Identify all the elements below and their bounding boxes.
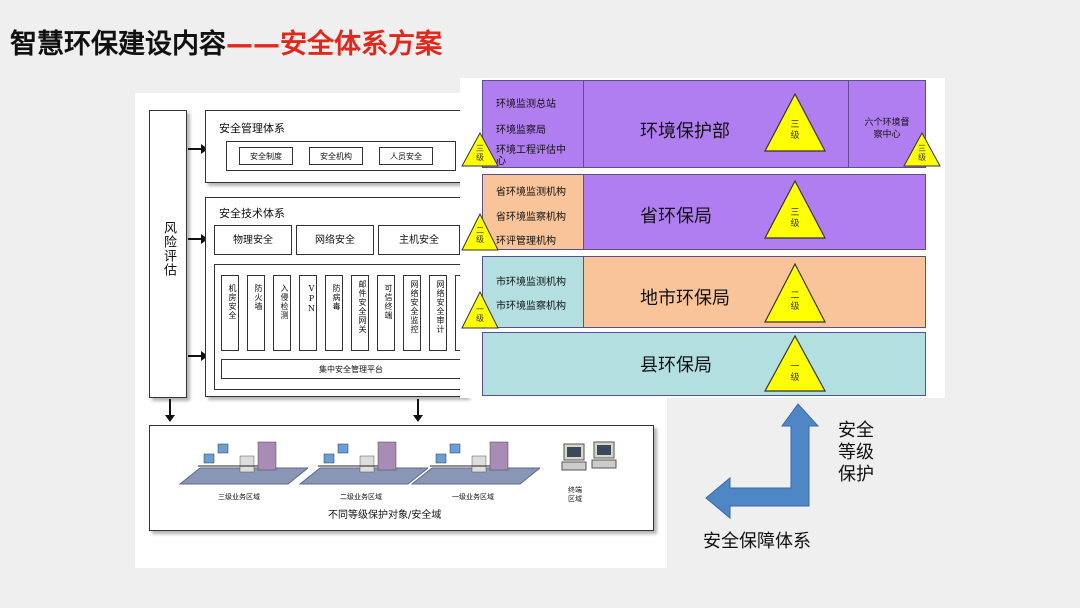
tech-item: 主机安全 xyxy=(378,225,460,255)
org-main: 县环保局 xyxy=(640,355,712,376)
terminal-computer-icon xyxy=(561,441,617,471)
management-system-box: 安全管理体系 安全制度 安全机构 人员安全 xyxy=(205,110,467,183)
level-triangles xyxy=(461,92,941,392)
tech-components-group: 机房安全 防火墙 入侵检测 VPN 防病毒 邮件安全网关 可信终端 网络安全监控… xyxy=(214,264,464,390)
arrow-right-icon xyxy=(188,144,208,154)
title-sub: ——安全体系方案 xyxy=(226,29,442,60)
org-item: 环境监察局 xyxy=(496,125,546,136)
arrow-down-icon xyxy=(413,399,423,422)
org-item: 环评管理机构 xyxy=(496,236,556,247)
level-label: 三级 xyxy=(918,144,926,162)
bent-arrow-icon xyxy=(705,403,820,520)
org-main: 环境保护部 xyxy=(640,121,730,142)
level-triangle-icon xyxy=(461,290,499,329)
management-items-group: 安全制度 安全机构 人员安全 xyxy=(226,141,456,171)
level-label: 三级 xyxy=(790,208,800,229)
level-label: 一级 xyxy=(476,305,484,323)
page-title: 智慧环保建设内容——安全体系方案 xyxy=(10,22,442,61)
network-zone-icon xyxy=(298,441,428,485)
row3-left-cell: 市环境监测机构 市环境监察机构 xyxy=(482,256,584,328)
level-label: 二级 xyxy=(790,291,800,312)
security-level-label: 安全等级保护 xyxy=(838,420,874,485)
row2-left-cell: 省环境监测机构 省环境监察机构 环评管理机构 xyxy=(482,174,584,250)
tech-component: 网络安全监控 xyxy=(403,275,421,351)
zones-title: 不同等级保护对象/安全域 xyxy=(328,510,442,521)
org-item: 省环境监察机构 xyxy=(496,212,566,223)
org-item: 六个环境督察中心 xyxy=(864,118,910,140)
level-triangle-icon xyxy=(461,212,499,251)
level-triangle-icon xyxy=(764,179,826,239)
level-triangle-icon xyxy=(764,92,826,152)
level-triangle-icon xyxy=(763,334,827,392)
org-item: 省环境监测机构 xyxy=(496,187,566,198)
tech-component: 防火墙 xyxy=(247,275,265,351)
org-item: 市环境监测机构 xyxy=(496,277,566,288)
mgmt-item: 人员安全 xyxy=(379,147,433,165)
risk-assessment-box: 风险评估 xyxy=(149,110,187,398)
security-zones-box: 三级业务区域 二级业务区域 一级业务区域 xyxy=(149,425,654,531)
risk-assessment-label: 风险评估 xyxy=(161,221,176,277)
level-label: 一级 xyxy=(790,362,800,383)
technology-system-title: 安全技术体系 xyxy=(219,207,285,220)
technology-system-box: 安全技术体系 物理安全 网络安全 主机安全 机房安全 防火墙 入侵检测 VPN … xyxy=(205,197,467,397)
level-label: 三级 xyxy=(790,120,800,141)
row4-main-cell: 县环保局 xyxy=(482,332,926,396)
zone-label: 二级业务区域 xyxy=(340,493,382,501)
tech-item: 物理安全 xyxy=(214,225,292,255)
tech-component: 机房安全 xyxy=(221,275,239,351)
title-main: 智慧环保建设内容 xyxy=(10,29,226,60)
tech-component: 防病毒 xyxy=(325,275,343,351)
arrow-right-icon xyxy=(188,351,208,361)
arrow-right-icon xyxy=(188,234,208,244)
central-management-platform: 集中安全管理平台 xyxy=(221,359,463,379)
level-label: 三级 xyxy=(476,144,484,162)
org-item: 市环境监察机构 xyxy=(496,301,566,312)
arrow-down-icon xyxy=(165,399,175,422)
mgmt-item: 安全机构 xyxy=(309,147,363,165)
level-triangle-icon xyxy=(461,131,499,167)
tech-item: 网络安全 xyxy=(296,225,374,255)
zone-label: 一级业务区域 xyxy=(452,493,494,501)
security-system-label: 安全保障体系 xyxy=(703,531,811,552)
org-main: 地市环保局 xyxy=(640,288,730,309)
tech-component: 入侵检测 xyxy=(273,275,291,351)
level-triangle-icon xyxy=(764,262,826,323)
network-zone-icon xyxy=(410,441,540,485)
tech-component: VPN xyxy=(299,275,317,351)
zone-label: 终端区域 xyxy=(568,486,582,503)
level-label: 二级 xyxy=(476,226,484,244)
row2-main-cell: 省环保局 xyxy=(583,174,926,250)
tech-component: 邮件安全网关 xyxy=(351,275,369,351)
tech-component: 可信终端 xyxy=(377,275,395,351)
level-triangle-icon xyxy=(903,131,941,167)
row1-left-cell: 环境监测总站 环境监察局 环境工程评估中心 xyxy=(482,80,584,168)
row3-main-cell: 地市环保局 xyxy=(583,256,926,328)
tech-component: 网络安全审计 xyxy=(429,275,447,351)
mgmt-item: 安全制度 xyxy=(239,147,293,165)
org-main: 省环保局 xyxy=(640,206,712,227)
network-zone-icon xyxy=(178,441,308,485)
protection-level-diagram: 环境监测总站 环境监察局 环境工程评估中心 环境保护部 六个环境督察中心 省环境… xyxy=(460,78,945,398)
zone-label: 三级业务区域 xyxy=(218,493,260,501)
management-system-title: 安全管理体系 xyxy=(219,122,285,135)
org-item: 环境监测总站 xyxy=(496,99,556,110)
org-item: 环境工程评估中心 xyxy=(496,145,566,167)
